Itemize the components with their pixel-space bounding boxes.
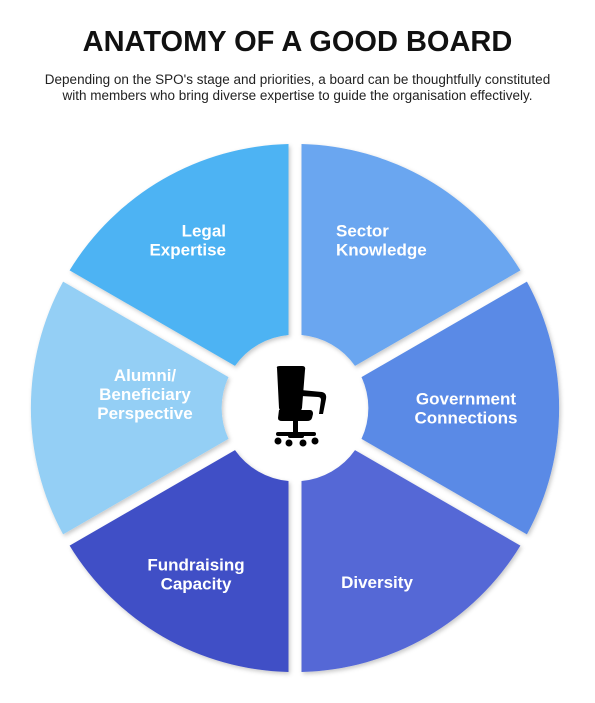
segment-label-line: Connections bbox=[415, 409, 518, 428]
segment-label-line: Legal bbox=[182, 222, 226, 241]
office-chair-icon bbox=[274, 366, 327, 447]
segment-alumni bbox=[30, 281, 229, 535]
segment-label-line: Knowledge bbox=[336, 241, 427, 260]
segment-label-line: Beneficiary bbox=[99, 385, 191, 404]
page-subtitle: Depending on the SPO's stage and priorit… bbox=[44, 72, 551, 103]
segment-legal bbox=[69, 144, 289, 366]
segment-label-line: Alumni/ bbox=[114, 366, 177, 385]
segment-label-line: Expertise bbox=[149, 241, 226, 260]
segment-label-diversity: Diversity bbox=[341, 573, 413, 592]
wheel-segments bbox=[30, 144, 560, 672]
page-title: ANATOMY OF A GOOD BOARD bbox=[82, 26, 513, 58]
segment-label-line: Perspective bbox=[97, 404, 192, 423]
segment-fundraising bbox=[69, 450, 289, 672]
segment-diversity bbox=[301, 450, 521, 672]
segment-label-line: Government bbox=[416, 390, 516, 409]
segment-label-line: Capacity bbox=[161, 575, 232, 594]
segment-government bbox=[361, 281, 560, 535]
segment-label-line: Diversity bbox=[341, 573, 413, 592]
segment-sector bbox=[301, 144, 521, 366]
segment-label-line: Fundraising bbox=[147, 556, 244, 575]
segment-label-line: Sector bbox=[336, 222, 389, 241]
